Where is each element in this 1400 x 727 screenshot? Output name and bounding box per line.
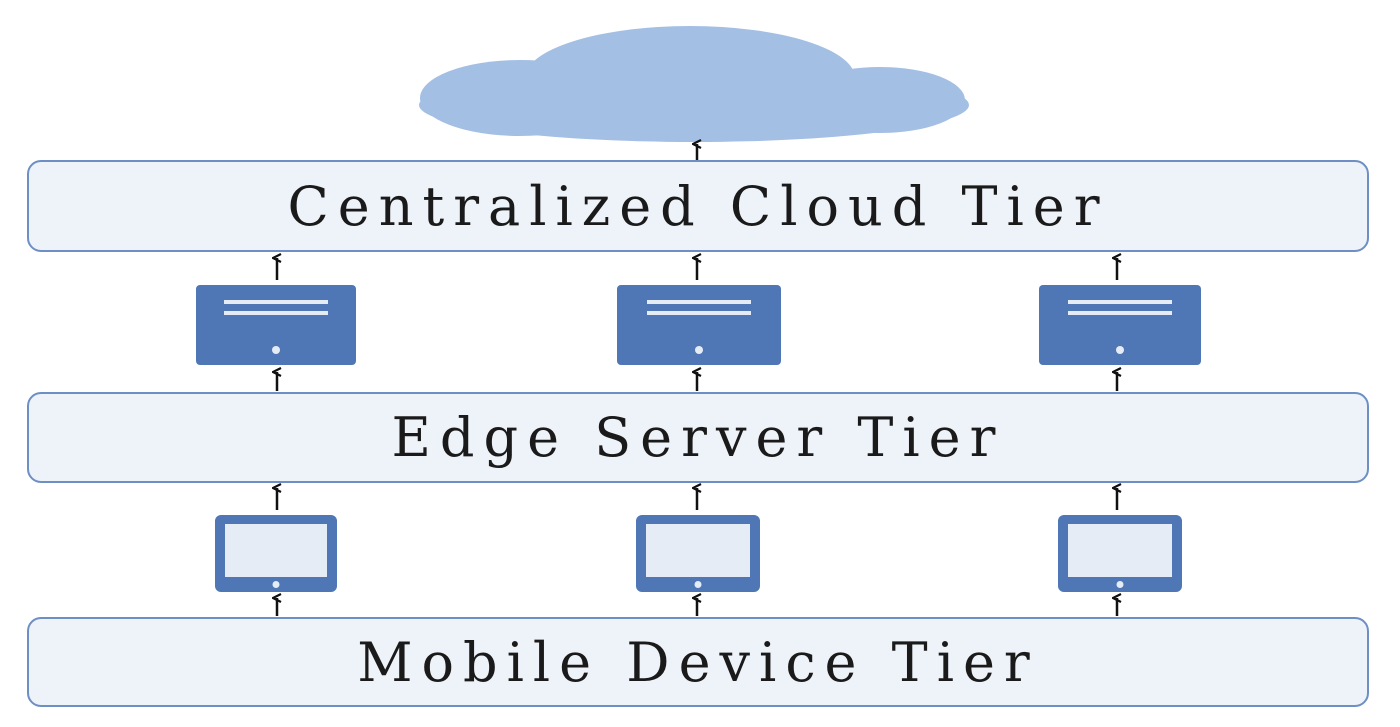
cloud-tier-label: Centralized Cloud Tier — [287, 174, 1109, 238]
cloud-tier-box: Centralized Cloud Tier — [27, 160, 1369, 252]
tablet-icon — [1058, 515, 1182, 592]
edge-tier-label: Edge Server Tier — [391, 406, 1005, 469]
server-icon — [617, 285, 781, 365]
server-icon — [1039, 285, 1201, 365]
mobile-tier-box: Mobile Device Tier — [27, 617, 1369, 707]
tablet-icon — [215, 515, 337, 592]
arrows-servers-to-cloud-tier — [277, 258, 1117, 280]
edge-tier-box: Edge Server Tier — [27, 392, 1369, 483]
arrows-mobile-tier-to-devices — [277, 598, 1117, 616]
mobile-tier-label: Mobile Device Tier — [357, 630, 1039, 694]
arrows-devices-to-edge-tier — [277, 488, 1117, 510]
tablet-icon — [636, 515, 760, 592]
server-icon — [196, 285, 356, 365]
cloud-icon — [419, 26, 969, 142]
arrows-edge-tier-to-servers — [277, 372, 1117, 391]
